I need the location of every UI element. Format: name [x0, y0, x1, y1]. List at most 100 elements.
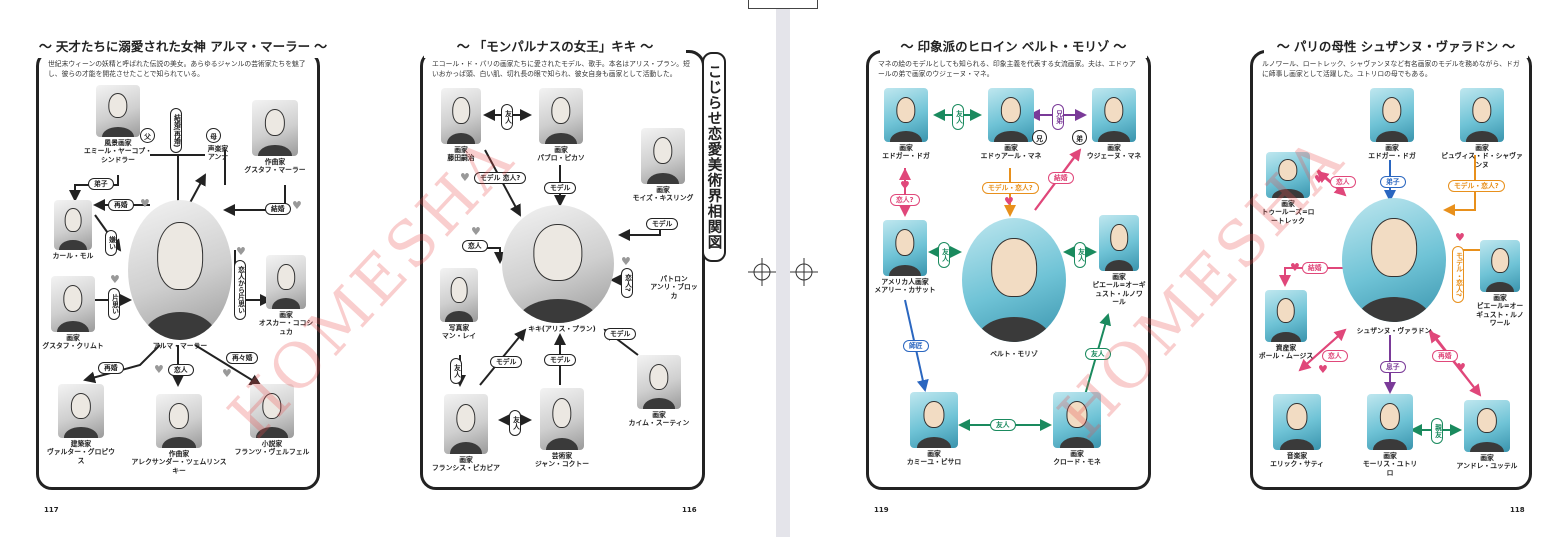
desc-valadon: ルノワール、ロートレック、シャヴァンヌなど有名画家のモデルを務めながら、ドガに師… — [1262, 60, 1520, 78]
squiggle-icon: 〜 — [640, 39, 654, 55]
page-number-119: 119 — [874, 506, 889, 514]
label-lovers: 恋人 — [1330, 176, 1356, 189]
label-marriage: 結婚 — [265, 203, 291, 216]
label-pupil: 弟子 — [1380, 176, 1406, 189]
heart-icon: ♥ — [222, 367, 232, 380]
name-zemlinsky: アレクサンダー・ツェムリンスキー — [131, 458, 227, 475]
heart-icon: ♥ — [621, 255, 631, 268]
heart-icon: ♥ — [1455, 231, 1465, 244]
node-klimt: 画家 グスタフ・クリムト — [42, 276, 104, 351]
portrait-cassatt — [883, 220, 927, 276]
squiggle-icon: 〜 — [314, 39, 328, 55]
name-gropius: ヴァルター・グロピウス — [47, 448, 115, 465]
node-zemlinsky: 作曲家 アレクサンダー・ツェムリンスキー — [130, 394, 228, 475]
name-klimt: グスタフ・クリムト — [42, 342, 104, 351]
role-cocteau: 芸術家 — [551, 452, 573, 460]
portrait-renoir-m — [1099, 215, 1139, 271]
label-mentor: 師匠 — [903, 340, 929, 353]
node-soutine: 画家 カイム・スーティン — [626, 355, 692, 428]
label-friends-left: 友人 — [938, 242, 951, 268]
squiggle-icon: 〜 — [1502, 39, 1516, 55]
portrait-manet — [988, 88, 1034, 142]
label-disciple: 弟子 — [88, 178, 114, 191]
role-klimt: 画家 — [66, 334, 80, 342]
role-cassatt: アメリカ人画家 — [881, 278, 929, 286]
label-friends2: 友人 — [450, 358, 463, 384]
name-picasso: パブロ・ピカソ — [537, 154, 585, 163]
name-picabia: フランシス・ピカビア — [432, 464, 500, 473]
node-chavannes: 画家 ピュヴィス・ド・シャヴァンヌ — [1440, 88, 1524, 169]
node-mousis: 資産家 ポール・ムージス — [1258, 290, 1314, 361]
node-renoir-m: 画家 ピエール=オーギュスト・ルノワール — [1092, 215, 1146, 307]
heart-icon: ♥ — [900, 179, 910, 192]
name-cassatt: メアリー・カサット — [874, 286, 936, 295]
portrait-zemlinsky — [156, 394, 202, 448]
label-younger: 弟 — [1072, 130, 1087, 145]
name-pissarro: カミーユ・ピサロ — [906, 458, 962, 467]
heart-icon: ♥ — [471, 225, 481, 238]
squiggle-icon: 〜 — [1113, 39, 1127, 55]
role-degas-v: 画家 — [1385, 144, 1399, 152]
role-patron: パトロン — [660, 275, 688, 283]
role-lautrec: 画家 — [1281, 200, 1295, 208]
label-model2: モデル — [646, 218, 679, 231]
label-son: 息子 — [1380, 361, 1406, 374]
node-manray: 写真家 マン・レイ — [434, 268, 484, 341]
label-brothers: 兄弟 — [1052, 104, 1065, 130]
label-remarriage2: 再婚 — [98, 362, 124, 375]
role-zemlinsky: 作曲家 — [168, 450, 190, 458]
label-friends: 親友 — [1431, 418, 1444, 444]
portrait-alma — [128, 200, 232, 340]
name-foujita: 藤田嗣治 — [447, 154, 475, 163]
title-alma: 〜 天才たちに溺愛された女神 アルマ・マーラー 〜 — [30, 32, 336, 58]
title-morisot: 〜 印象派のヒロイン ベルト・モリゾ 〜 — [880, 32, 1147, 58]
desc-alma: 世紀末ウィーンの妖精と呼ばれた伝説の美女。あらゆるジャンルの芸術家たちを魅了し、… — [48, 60, 306, 78]
node-kisling: 画家 モイズ・キスリング — [628, 128, 698, 203]
role-picabia: 画家 — [459, 456, 473, 464]
portrait-moll — [54, 200, 92, 250]
role-manray: 写真家 — [448, 324, 470, 332]
name-schindler: エミール・ヤーコプ・シンドラー — [84, 147, 152, 164]
node-cassatt: アメリカ人画家 メアリー・カサット — [872, 220, 938, 295]
label-marriage-remarried: 結婚(再婚) — [170, 108, 183, 154]
node-kokoschka: 画家 オスカー・ココシュカ — [258, 255, 314, 336]
node-utter: 画家 アンドレ・ユッテル — [1456, 400, 1518, 471]
name-eugene: ウジェーヌ・マネ — [1086, 152, 1142, 161]
node-picabia: 画家 フランシス・ピカビア — [430, 394, 502, 473]
node-werfel: 小説家 フランツ・ヴェルフェル — [232, 384, 312, 457]
heart-icon: ♥ — [1004, 195, 1014, 208]
name-alma: アルマ・マーラー — [152, 342, 208, 350]
name-morisot: ベルト・モリゾ — [990, 350, 1038, 358]
role-mousis: 資産家 — [1275, 344, 1297, 352]
role-chavannes: 画家 — [1475, 144, 1489, 152]
name-moll: カール・モル — [52, 252, 94, 260]
label-re-remarriage: 再々婚 — [226, 352, 259, 365]
label-model: モデル — [544, 182, 577, 195]
node-degas-v: 画家 エドガー・ドガ — [1364, 88, 1420, 161]
heart-icon: ♥ — [140, 197, 150, 210]
name-renoir-m: ピエール=オーギュスト・ルノワール — [1092, 281, 1146, 307]
title-kiki: 〜 「モンパルナスの女王」キキ 〜 — [424, 32, 686, 58]
node-gropius: 建築家 ヴァルター・グロピウス — [44, 384, 118, 465]
label-lovers-q: 恋人? — [890, 194, 920, 207]
name-degas-m: エドガー・ドガ — [882, 152, 930, 161]
name-kisling: モイズ・キスリング — [632, 194, 694, 203]
label-friends-right: 友人 — [1074, 242, 1087, 268]
name-lautrec: トゥールーズ=ロートレック — [1261, 208, 1315, 225]
portrait-monet — [1053, 392, 1101, 448]
role-renoir-v: 画家 — [1493, 294, 1507, 302]
label-lovers2: 恋人 — [1322, 350, 1348, 363]
portrait-lautrec — [1266, 152, 1310, 198]
registration-mark-left — [748, 258, 776, 286]
role-gustav-mahler: 作曲家 — [264, 158, 286, 166]
portrait-satie — [1273, 394, 1321, 450]
portrait-schindler — [96, 85, 140, 137]
role-kisling: 画家 — [656, 186, 670, 194]
vertical-title: こじらせ恋愛美術界相関図 — [702, 52, 726, 262]
label-model4: モデル — [604, 328, 637, 341]
name-kokoschka: オスカー・ココシュカ — [258, 319, 314, 336]
role-kokoschka: 画家 — [279, 311, 293, 319]
squiggle-icon: 〜 — [38, 39, 52, 55]
portrait-werfel — [250, 384, 294, 438]
